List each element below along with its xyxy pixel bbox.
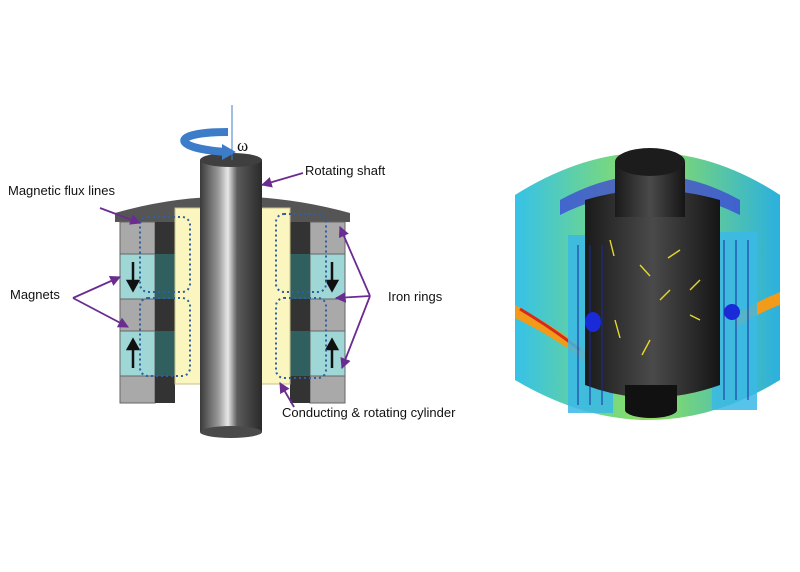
omega-symbol: ω [237, 136, 249, 155]
left-schematic [72, 105, 371, 438]
label-magnets: Magnets [10, 287, 60, 302]
flux-lines [139, 213, 327, 379]
right-ring-stack [290, 221, 346, 404]
label-rotating-shaft: Rotating shaft [305, 163, 386, 178]
leader-lines [72, 172, 371, 408]
rotation-arrow-icon [180, 128, 229, 156]
rotor [585, 190, 720, 398]
label-magnetic-flux-lines: Magnetic flux lines [8, 183, 115, 198]
label-conducting-cylinder: Conducting & rotating cylinder [282, 405, 456, 420]
label-iron-rings: Iron rings [388, 289, 443, 304]
rotating-shaft [200, 160, 262, 432]
right-simulation [515, 148, 780, 420]
